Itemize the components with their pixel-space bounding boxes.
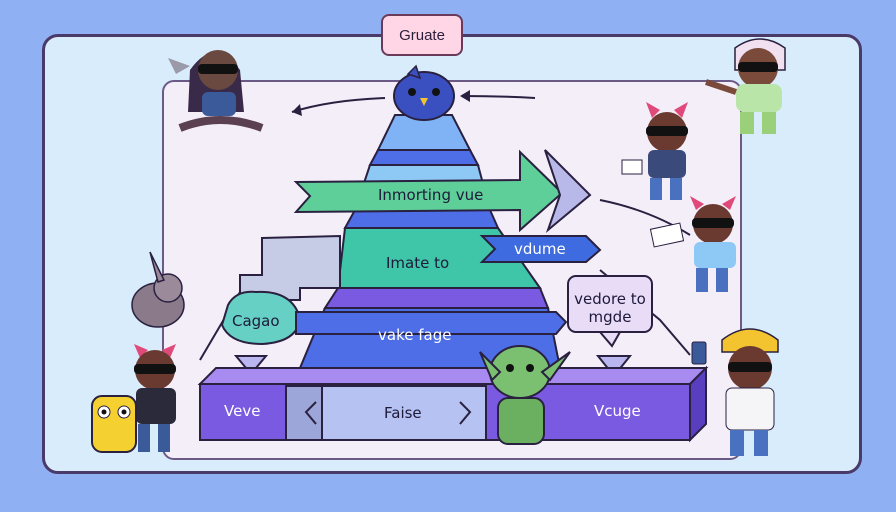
cat-icon-gray [131,251,185,328]
down-arrow-right [595,355,633,378]
label-vake: vake fage [378,326,452,344]
cat-icon-yellow [91,395,137,453]
curved-arrow-left [291,97,386,113]
goblin-icon [479,345,571,445]
vake-bar [295,311,568,335]
diagram-title-text: Gruate [399,26,445,44]
character-icon-hood [705,38,786,134]
vdume-tag [479,235,602,263]
chevron-right-icon [459,401,472,425]
label-veve: Veve [224,402,261,420]
bottom-bar-top [197,367,709,385]
character-icon-girl [168,50,264,132]
label-imate: Imate to [386,254,450,272]
label-vedore: vedore to mgde [574,290,646,326]
character-icon-cat-ears-2 [649,196,736,292]
label-faise: Faise [384,404,422,422]
character-icon-bottom-left [134,344,176,452]
down-arrow-left [233,355,269,376]
pyramid-layer-4 [343,209,500,229]
phone-icon [691,341,707,365]
label-cagao: Cagao [232,312,280,330]
bottom-bar-side [689,365,707,443]
label-importing: Inmorting vue [378,186,484,204]
pyramid-layer-6 [323,287,550,309]
bird-icon [393,64,455,121]
diagram-title: Gruate [381,14,463,56]
faise-left-cap [285,385,323,441]
connector-line-1 [599,199,691,236]
chevron-left-icon [304,401,317,425]
character-icon-beanie [691,328,779,456]
gray-block [239,234,341,301]
green-arrow [293,149,564,233]
curved-arrow-right [461,95,536,99]
arrow-head-right [460,90,470,102]
character-icon-cat-ears-1 [621,102,688,200]
label-vdume: vdume [514,240,566,258]
pyramid-layer-2 [368,149,480,166]
arrow-head-left [292,104,302,116]
label-vcuge: Vcuge [594,402,641,420]
arrow-shadow [544,149,592,234]
vedore-tail [597,331,622,348]
